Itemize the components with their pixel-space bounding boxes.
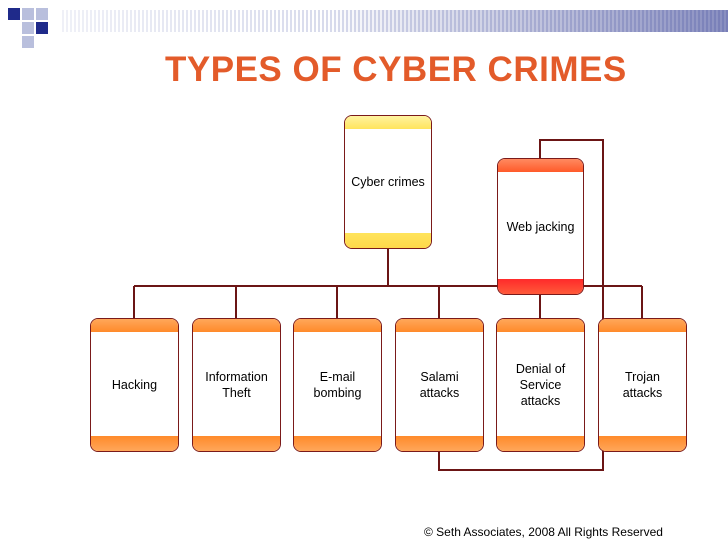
corner-square-decoration xyxy=(22,36,34,48)
slide-title: TYPES OF CYBER CRIMES xyxy=(165,50,627,89)
node-label: Salami attacks xyxy=(419,370,460,400)
header-decoration-band xyxy=(60,10,728,32)
node-information-theft: Information Theft xyxy=(192,318,281,452)
node-label: Web jacking xyxy=(506,219,575,234)
corner-square-decoration xyxy=(22,22,34,34)
node-web-jacking: Web jacking xyxy=(497,158,584,295)
corner-square-decoration xyxy=(8,8,20,20)
node-label: Hacking xyxy=(111,378,158,392)
node-label: Information Theft xyxy=(205,370,268,400)
copyright-footer: © Seth Associates, 2008 All Rights Reser… xyxy=(424,525,663,539)
node-label: Trojan attacks xyxy=(622,370,663,400)
node-salami-attacks: Salami attacks xyxy=(395,318,484,452)
corner-square-decoration xyxy=(36,8,48,20)
node-label: Denial of Service attacks xyxy=(515,362,566,408)
node-denial-of-service-attacks: Denial of Service attacks xyxy=(496,318,585,452)
node-label: E-mail bombing xyxy=(313,370,362,400)
node-email-bombing: E-mail bombing xyxy=(293,318,382,452)
node-trojan-attacks: Trojan attacks xyxy=(598,318,687,452)
corner-square-decoration xyxy=(22,8,34,20)
root-node-cyber-crimes: Cyber crimes xyxy=(344,115,432,249)
node-hacking: Hacking xyxy=(90,318,179,452)
root-node-label: Cyber crimes xyxy=(351,175,425,189)
corner-square-decoration xyxy=(36,22,48,34)
